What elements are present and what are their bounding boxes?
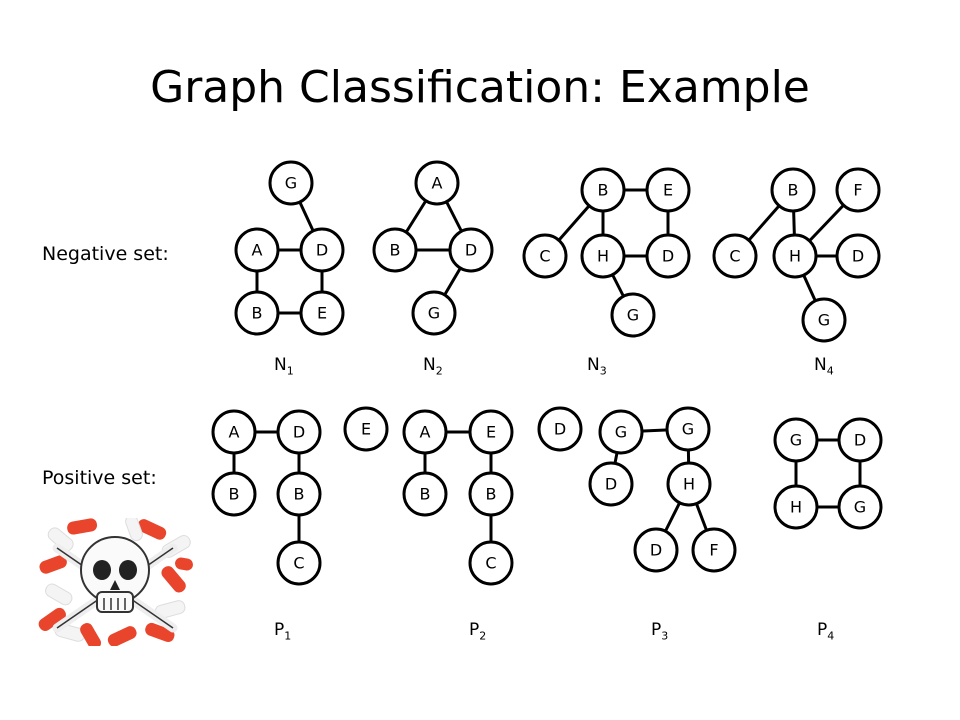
node-label: B [390,241,401,260]
node-label: A [432,174,443,193]
node-label: E [361,420,371,439]
node-label: G [682,420,694,439]
node-label: A [420,423,431,442]
graph-p4: G D H G [775,419,881,528]
graph-node: D [278,411,320,453]
graph-node: E [647,169,689,211]
graph-n4: B F C H D G [714,169,879,341]
node-label: G [818,311,830,330]
skull-pills-image [37,518,193,646]
node-label: B [229,485,240,504]
graph-n2: A B D G [374,162,492,334]
graph-node: G [667,408,709,450]
node-label: B [252,304,263,323]
graph-node: D [837,235,879,277]
node-label: E [317,304,327,323]
node-label: B [788,181,799,200]
graph-node: G [600,411,642,453]
node-label: E [486,423,496,442]
graph-node: B [582,169,624,211]
graph-node: E [301,292,343,334]
graph-node: D [647,235,689,277]
graph-node: C [278,542,320,584]
graph-node: D [301,229,343,271]
node-label: F [853,181,862,200]
node-label: E [663,181,673,200]
graph-node: G [803,299,845,341]
node-label: G [285,174,297,193]
graph-node: B [470,473,512,515]
graph-node: B [404,473,446,515]
node-label: H [683,475,695,494]
node-label: C [729,247,740,266]
graph-p3: G G D H D F [590,408,735,571]
graph-node: A [404,411,446,453]
node-label: D [662,247,674,266]
node-label: A [252,241,263,260]
graph-node: D [539,408,581,450]
graph-node: H [775,486,817,528]
node-label: B [294,485,305,504]
graph-node: G [612,294,654,336]
graph-node: B [213,473,255,515]
node-label: G [615,423,627,442]
node-label: G [790,431,802,450]
node-label: D [554,420,566,439]
graph-node: A [236,229,278,271]
node-label: B [598,181,609,200]
node-label: C [293,554,304,573]
graph-p2: A E D B B C [404,408,581,584]
graph-node: C [470,542,512,584]
graph-node: A [416,162,458,204]
node-label: G [854,498,866,517]
node-label: D [316,241,328,260]
graph-node: B [772,169,814,211]
node-label: D [293,423,305,442]
graph-node: D [635,529,677,571]
graph-node: H [668,463,710,505]
graph-node: H [582,235,624,277]
node-label: C [485,554,496,573]
graph-node: C [524,235,566,277]
graph-node: F [837,169,879,211]
graph-node: G [839,486,881,528]
node-label: C [539,247,550,266]
node-label: G [627,306,639,325]
graph-n1: G A D B E [236,162,343,334]
node-label: B [420,485,431,504]
node-label: D [854,431,866,450]
node-label: D [605,475,617,494]
graph-node: D [590,463,632,505]
graph-node: H [774,235,816,277]
node-label: F [709,541,718,560]
graph-node: A [213,411,255,453]
graph-node: F [693,529,735,571]
node-label: D [852,247,864,266]
graph-node: D [839,419,881,461]
graph-node: E [470,411,512,453]
graph-node: G [775,419,817,461]
graph-node: E [345,408,387,450]
node-label: B [486,485,497,504]
graph-node: B [374,229,416,271]
graph-node: G [413,292,455,334]
graph-node: B [236,292,278,334]
graph-p1: A D E B B C [213,408,387,584]
node-label: A [229,423,240,442]
graph-node: B [278,473,320,515]
node-label: D [650,541,662,560]
node-label: G [428,304,440,323]
graph-node: C [714,235,756,277]
graph-n3: B E C H D G [524,169,689,336]
node-label: H [597,247,609,266]
graph-node: D [450,229,492,271]
node-label: H [790,498,802,517]
node-label: H [789,247,801,266]
node-label: D [465,241,477,260]
graph-node: G [270,162,312,204]
